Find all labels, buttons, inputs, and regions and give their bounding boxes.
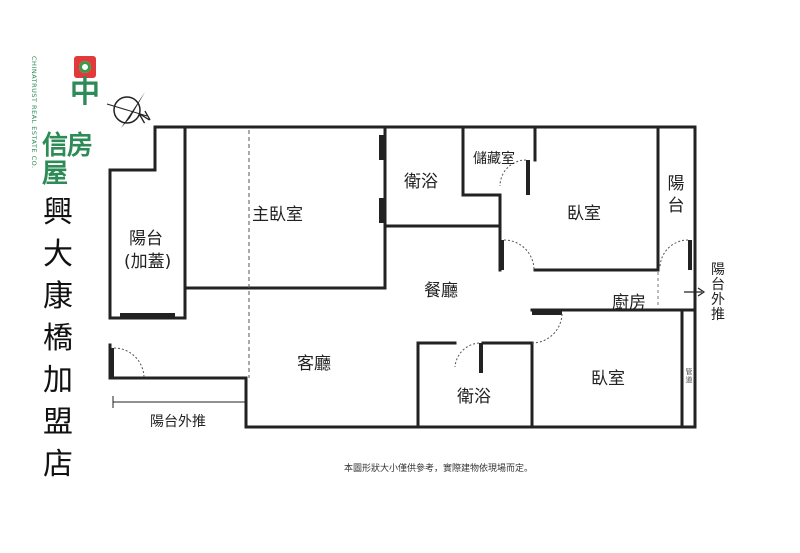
- door-stub: [479, 343, 483, 373]
- room-bathroom-bottom: 衛浴: [457, 387, 491, 407]
- kitchen-counter-mark: [532, 310, 562, 315]
- room-balcony-covered: 陽台: [129, 229, 163, 249]
- extend-arrowhead-right: [697, 287, 706, 297]
- window-mark: [379, 135, 384, 160]
- door-arc: [503, 239, 535, 271]
- balcony-extend-label-left: 陽台外推: [150, 414, 206, 430]
- compass-icon: [106, 92, 148, 128]
- shaft-char: 道: [685, 376, 693, 384]
- door-arc: [454, 342, 480, 368]
- room-living: 客廳: [297, 354, 331, 374]
- room-balcony-covered-note: (加蓋): [124, 252, 172, 272]
- room-master-bedroom: 主臥室: [252, 205, 303, 225]
- door-arc: [499, 159, 527, 187]
- room-bedroom-top: 臥室: [567, 204, 601, 224]
- balcony-extend-label-right: 陽 台 外 推: [710, 263, 726, 323]
- room-kitchen: 廚房: [612, 293, 646, 313]
- extend-right-char: 台: [711, 277, 725, 293]
- store-name-char: 興: [43, 195, 73, 230]
- room-balcony-right: 陽 台: [666, 173, 686, 217]
- window-mark: [379, 198, 384, 223]
- door-stub: [688, 240, 692, 270]
- extend-right-char: 陽: [711, 262, 725, 278]
- store-name-char: 加: [43, 363, 73, 398]
- store-name-char: 康: [43, 279, 73, 314]
- store-name-char: 店: [43, 447, 73, 482]
- door-stub: [110, 348, 114, 378]
- living-left-wall: [108, 376, 248, 429]
- room-storage: 儲藏室: [473, 151, 515, 167]
- room-bedroom-bottom: 臥室: [591, 369, 625, 389]
- room-bathroom-top: 衛浴: [404, 172, 438, 192]
- logo-chinese-line2: 信房屋: [42, 131, 93, 189]
- store-name: 興 大 康 橋 加 盟 店: [40, 192, 76, 486]
- store-name-char: 大: [43, 237, 73, 272]
- shaft-char: 管: [685, 368, 693, 376]
- outer-wall-top-left: [108, 125, 387, 172]
- logo-chinese-line1: 中: [70, 75, 100, 110]
- company-logo: CHINATRUST REAL ESTATE CO. 中 信房屋: [30, 50, 110, 188]
- logo-mark-icon: [74, 56, 96, 78]
- room-shaft: 管 道: [684, 368, 694, 384]
- door-arc: [113, 347, 145, 379]
- door-arc: [531, 312, 563, 344]
- window-mark: [120, 313, 175, 318]
- extend-right-char: 外: [711, 292, 725, 308]
- balcony-right-char: 台: [667, 196, 685, 216]
- door-stub: [526, 160, 530, 195]
- store-name-char: 橋: [43, 321, 73, 356]
- room-dining: 餐廳: [424, 281, 458, 301]
- extend-right-char: 推: [711, 307, 725, 323]
- logo-english-text: CHINATRUST REAL ESTATE CO.: [30, 56, 38, 169]
- door-arc: [659, 239, 689, 269]
- door-stub: [500, 240, 504, 270]
- balcony-right-char: 陽: [667, 174, 685, 194]
- store-name-char: 盟: [43, 405, 73, 440]
- disclaimer-text: 本圖形狀大小僅供參考，實際建物依現場而定。: [344, 464, 534, 474]
